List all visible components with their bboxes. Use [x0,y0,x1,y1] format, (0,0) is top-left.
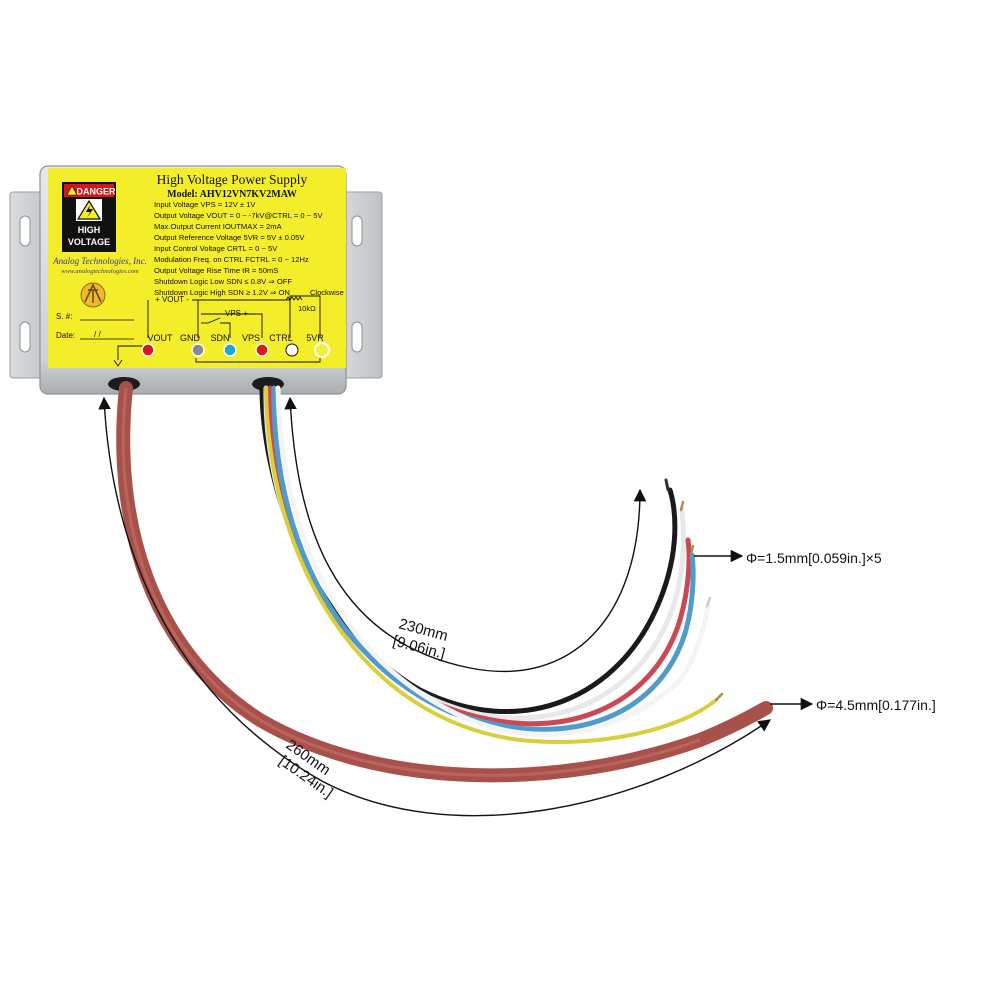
company-logo [80,282,106,308]
date-slashes: / / [94,330,101,339]
spec-list: Input Voltage VPS = 12V ± 1V Output Volt… [154,200,323,297]
spec-line: Modulation Freq. on CTRL FCTRL = 0 ~ 12H… [154,255,309,264]
clockwise-label: Clockwise [310,288,344,297]
resistor-label: 10kΩ [298,304,316,313]
small-wire-diameter: Φ=1.5mm[0.059in.]×5 [746,550,882,566]
pin-label-sdn: SDN [210,333,229,343]
pin-gnd [191,343,205,357]
pin-label-5vr: 5VR [306,333,324,343]
spec-line: Output Reference Voltage 5VR = 5V ± 0.05… [154,233,305,242]
danger-text: DANGER [76,187,116,197]
voltage-text: VOLTAGE [68,237,110,247]
wire-red [267,385,692,727]
label-title: High Voltage Power Supply [157,172,308,187]
signal-wire-bundle [259,385,724,744]
spec-line: Shutdown Logic High SDN ≥ 1.2V ⇒ ON [154,288,290,297]
large-wire-diameter: Φ=4.5mm[0.177in.] [816,697,936,713]
company-website: www.analogtechnologies.com [61,268,139,275]
mounting-slot [351,215,363,247]
model-number: Model: AHV12VN7KV2MAW [167,189,297,200]
vps-bracket-label: - VPS + [220,309,248,318]
pin-label-ctrl: CTRL [269,333,293,343]
pin-ctrl [285,343,299,357]
spec-line: Shutdown Logic Low SDN ≤ 0.8V ⇒ OFF [154,277,292,286]
vout-bracket-label: + VOUT - [155,295,189,304]
spec-line: Max.Output Current IOUTMAX = 2mA [154,222,283,231]
spec-line: Output Voltage Rise Time tR = 50mS [154,266,278,275]
warning-icon [66,185,78,196]
pin-label-vout: VOUT [147,333,173,343]
dimension-lines [98,396,814,817]
date-label: Date: [56,331,75,340]
serial-label: S. #: [56,312,72,321]
spec-line: Output Voltage VOUT = 0 ~ -7kV@CTRL = 0 … [154,211,323,220]
pin-label-gnd: GND [180,333,201,343]
pin-indicators [141,342,330,358]
wire-black [259,385,678,714]
high-text: HIGH [78,225,101,235]
pin-sdn [223,343,237,357]
mounting-slot [19,321,31,353]
spec-line: Input Voltage VPS = 12V ± 1V [154,200,256,209]
pin-vout [141,343,155,357]
right-mounting-flange [337,191,383,379]
pin-label-vps: VPS [242,333,260,343]
company-name: Analog Technologies, Inc. [52,256,147,266]
mounting-slot [351,321,363,353]
mounting-slot [19,215,31,247]
danger-sign: DANGER HIGH VOLTAGE [62,182,116,252]
spec-line: Input Control Voltage CRTL = 0 ~ 5V [154,244,278,253]
label-schematic [113,295,321,367]
pin-5vr [314,342,330,358]
dimension-260mm [98,396,772,817]
wire-blue [271,385,696,732]
pin-vps [255,343,269,357]
